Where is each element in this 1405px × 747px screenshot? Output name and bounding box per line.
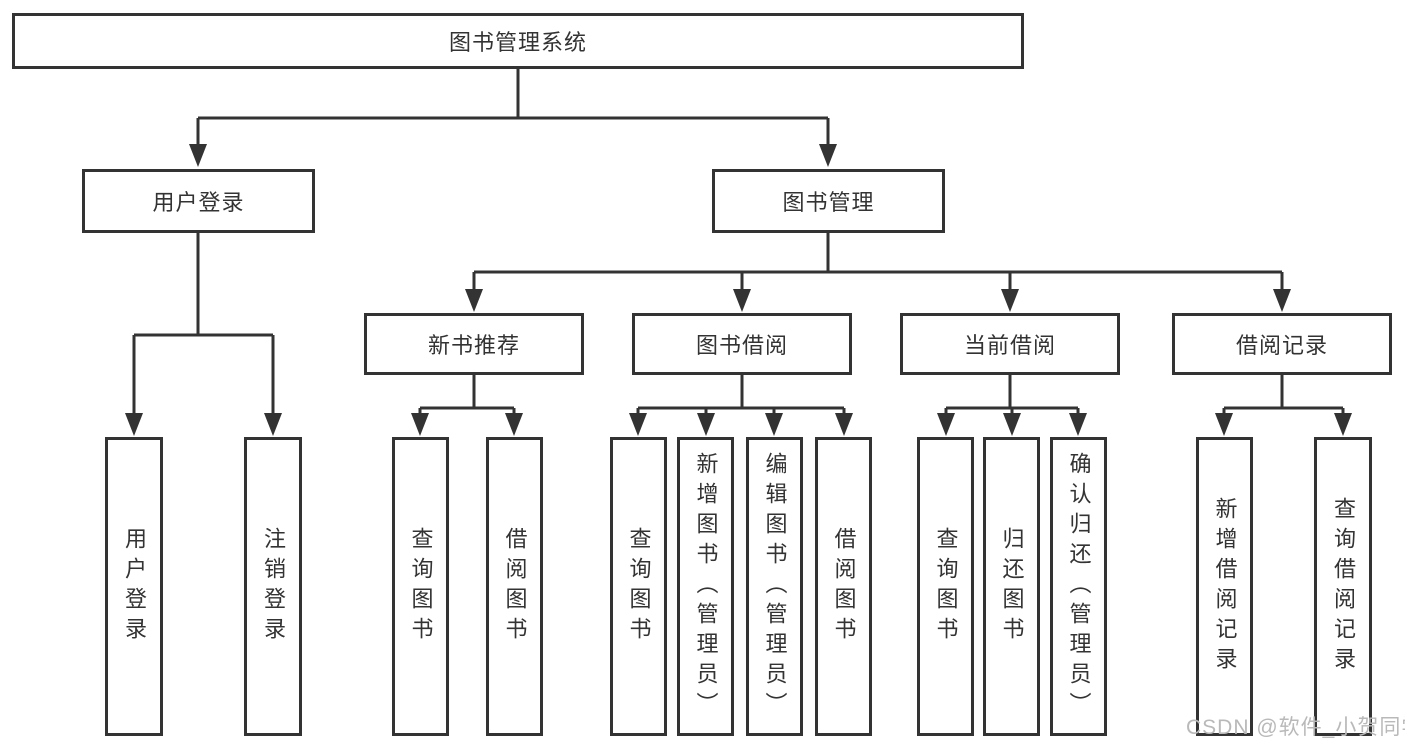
node-leaf-query-books-recommend: 查询图书 <box>392 437 449 736</box>
node-borrow-records: 借阅记录 <box>1172 313 1392 375</box>
node-leaf-return-book-label: 归还图书 <box>999 526 1025 647</box>
node-leaf-logout: 注销登录 <box>244 437 302 736</box>
node-leaf-return-book: 归还图书 <box>983 437 1040 736</box>
node-leaf-borrow-books-borrow: 借阅图书 <box>815 437 872 736</box>
node-leaf-query-books-recommend-label: 查询图书 <box>408 526 434 647</box>
node-leaf-query-books-current: 查询图书 <box>917 437 974 736</box>
node-leaf-borrow-books-recommend-label: 借阅图书 <box>502 526 528 647</box>
node-book-borrow: 图书借阅 <box>632 313 852 375</box>
node-leaf-confirm-return-admin-label: 确认归还（管理员） <box>1066 451 1092 722</box>
connector-root-to-level2 <box>189 69 837 167</box>
node-new-book-recommend: 新书推荐 <box>364 313 584 375</box>
node-leaf-user-login-label: 用户登录 <box>122 526 147 647</box>
node-leaf-edit-book-admin: 编辑图书（管理员） <box>746 437 803 736</box>
node-current-borrow: 当前借阅 <box>900 313 1120 375</box>
node-root: 图书管理系统 <box>12 13 1024 69</box>
node-book-management-label: 图书管理 <box>782 190 875 215</box>
node-leaf-edit-book-admin-label: 编辑图书（管理员） <box>762 451 788 722</box>
node-leaf-query-books-current-label: 查询图书 <box>933 526 959 647</box>
node-book-management: 图书管理 <box>712 169 945 233</box>
node-leaf-query-books-borrow-label: 查询图书 <box>626 526 652 647</box>
watermark: CSDN @软件_小贺同学 <box>1186 716 1405 739</box>
connector-current-borrow-children <box>937 375 1087 436</box>
connector-book-management-children <box>465 233 1291 312</box>
node-root-label: 图书管理系统 <box>448 30 587 55</box>
node-user-login-label: 用户登录 <box>152 190 245 215</box>
node-leaf-query-books-borrow: 查询图书 <box>610 437 667 736</box>
node-leaf-user-login: 用户登录 <box>105 437 163 736</box>
node-borrow-records-label: 借阅记录 <box>1235 333 1328 358</box>
node-leaf-add-borrow-record-label: 新增借阅记录 <box>1212 496 1238 677</box>
node-leaf-query-borrow-record: 查询借阅记录 <box>1314 437 1372 736</box>
node-leaf-query-borrow-record-label: 查询借阅记录 <box>1331 496 1356 677</box>
node-leaf-add-book-admin: 新增图书（管理员） <box>677 437 734 736</box>
node-leaf-logout-label: 注销登录 <box>261 526 286 647</box>
node-current-borrow-label: 当前借阅 <box>963 333 1056 358</box>
node-leaf-add-borrow-record: 新增借阅记录 <box>1196 437 1253 736</box>
connector-borrow-records-children <box>1215 375 1352 436</box>
node-new-book-recommend-label: 新书推荐 <box>427 333 520 358</box>
connector-user-login-children <box>125 233 282 436</box>
connector-book-borrow-children <box>629 375 853 436</box>
node-user-login: 用户登录 <box>82 169 315 233</box>
node-book-borrow-label: 图书借阅 <box>695 333 788 358</box>
node-leaf-add-book-admin-label: 新增图书（管理员） <box>693 451 719 722</box>
connector-new-book-recommend-children <box>411 375 523 436</box>
node-leaf-borrow-books-borrow-label: 借阅图书 <box>831 526 857 647</box>
node-leaf-confirm-return-admin: 确认归还（管理员） <box>1050 437 1107 736</box>
node-leaf-borrow-books-recommend: 借阅图书 <box>486 437 543 736</box>
